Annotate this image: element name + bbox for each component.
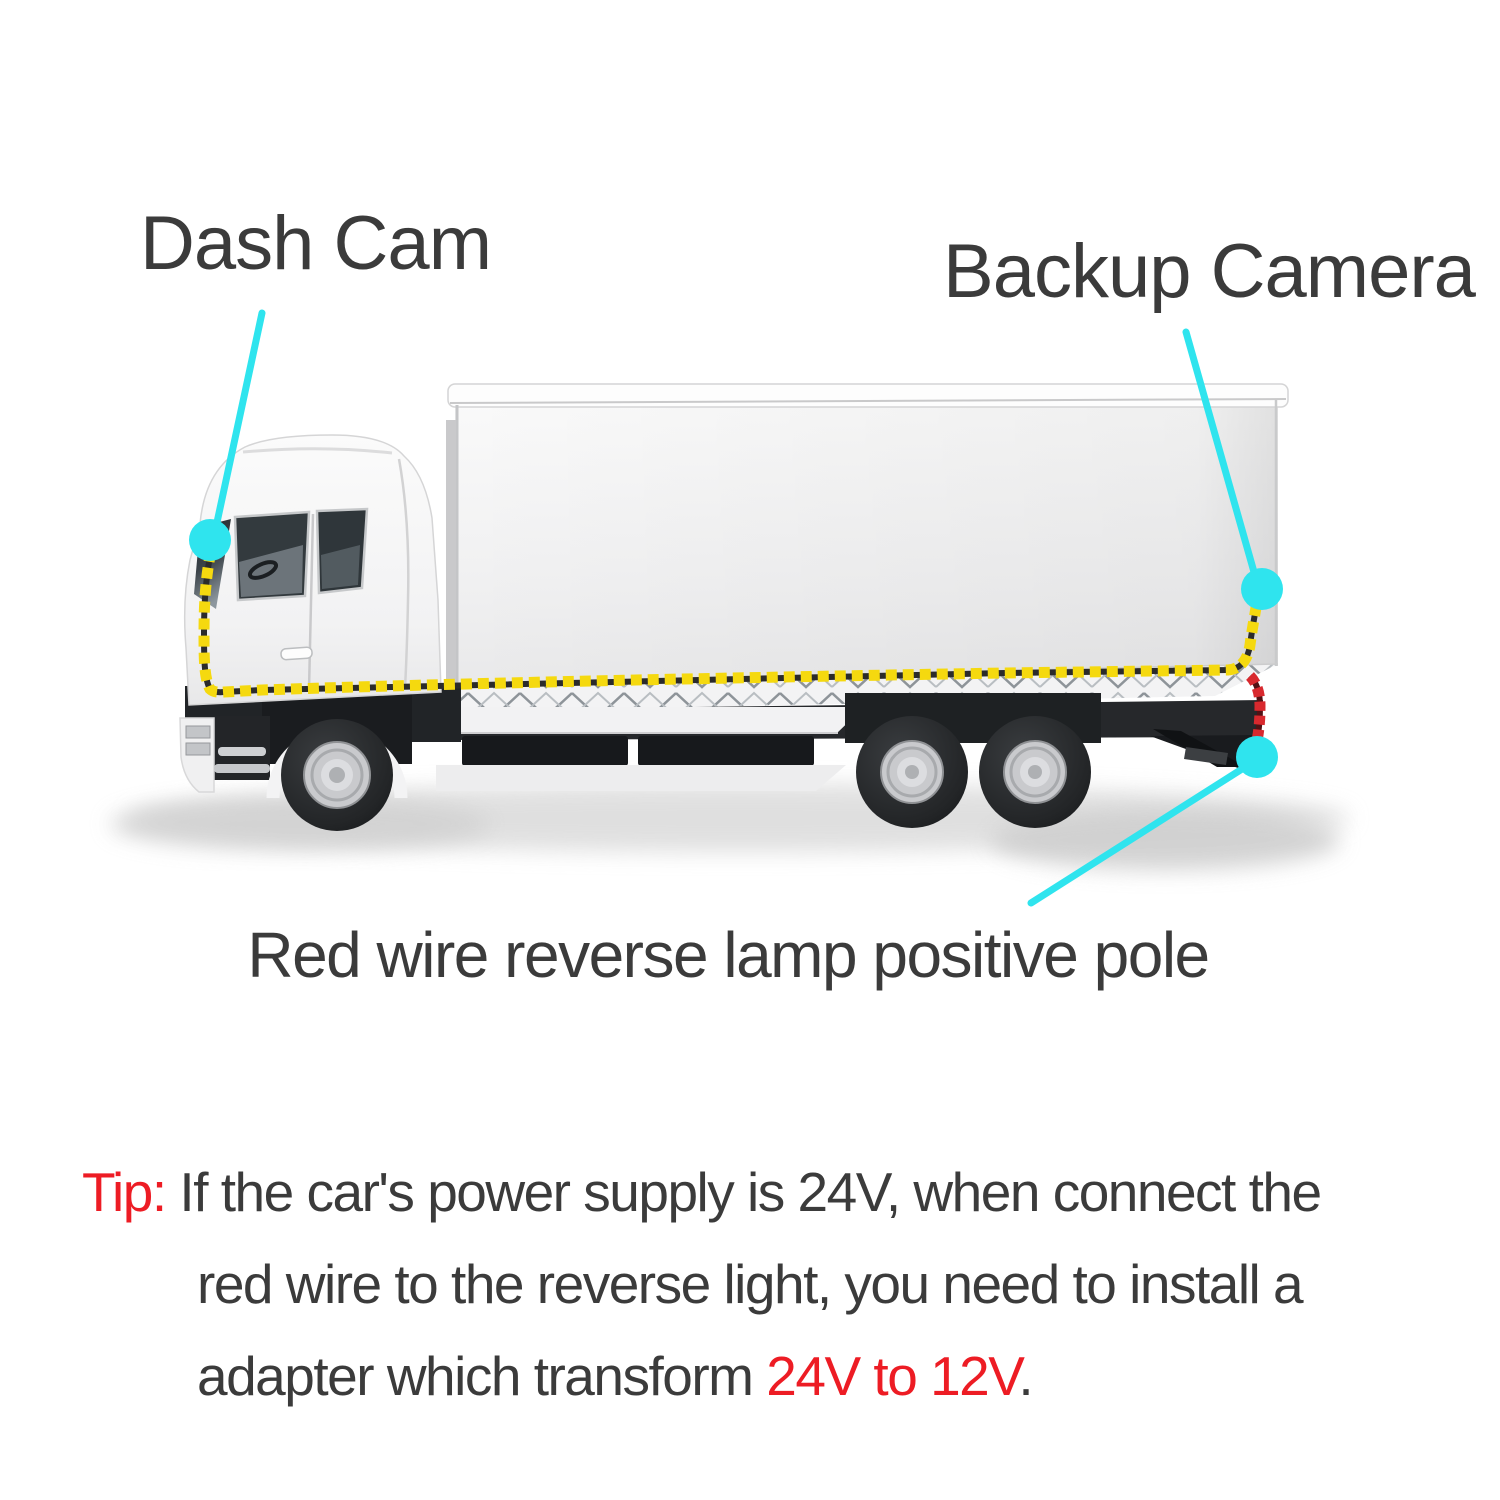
rear-wheel-1 — [856, 716, 968, 828]
door-handle — [280, 646, 313, 661]
quarter-window — [315, 507, 369, 595]
cab — [183, 434, 442, 706]
leader-lines — [212, 309, 1258, 907]
chassis — [436, 693, 1263, 791]
backup-camera-leader-line — [1182, 328, 1258, 576]
reverse-lamp-leader-line — [1027, 758, 1257, 907]
rear-wheel-2 — [979, 716, 1091, 828]
yellow-dotted-cable — [198, 549, 1264, 698]
tip-line-1: Tip: If the car's power supply is 24V, w… — [82, 1146, 1442, 1238]
tip-line-3: adapter which transform 24V to 12V. — [197, 1345, 1034, 1407]
backup-camera-label: Backup Camera — [943, 229, 1476, 314]
cargo-box — [447, 383, 1289, 685]
tip-line-1-text: If the car's power supply is 24V, when c… — [165, 1161, 1322, 1223]
dash-cam-leader-line — [212, 309, 266, 531]
tip-prefix: Tip: — [82, 1161, 167, 1223]
red-wire-label: Red wire reverse lamp positive pole — [247, 919, 1210, 991]
rear-wheels — [856, 716, 1091, 828]
tip-line-2: red wire to the reverse light, you need … — [197, 1253, 1304, 1315]
tip-highlight: 24V to 12V — [766, 1345, 1020, 1407]
marker-dots — [189, 519, 1283, 778]
front-wheel — [281, 719, 393, 831]
dash-cam-dot-icon — [189, 519, 231, 561]
red-dotted-cable — [1245, 672, 1266, 742]
tip-note: Tip: If the car's power supply is 24V, w… — [82, 1146, 1442, 1422]
cab-box-gap — [446, 420, 456, 685]
dash-cam-label: Dash Cam — [140, 201, 492, 286]
backup-camera-dot-icon — [1241, 568, 1283, 610]
reverse-lamp-dot-icon — [1236, 736, 1278, 778]
